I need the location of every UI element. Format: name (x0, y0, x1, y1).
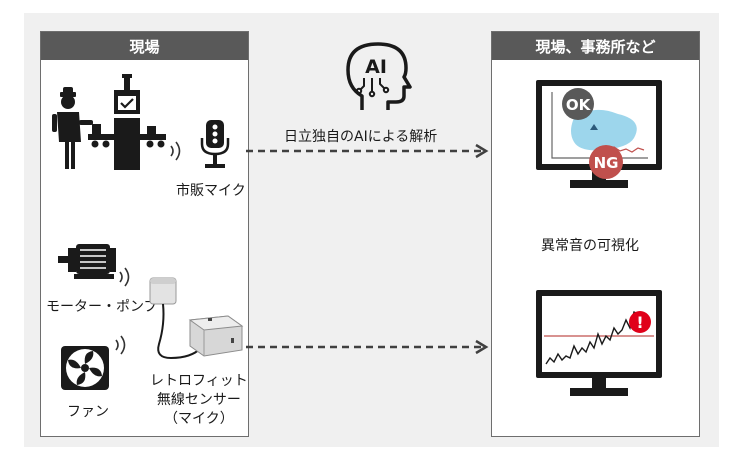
office-panel-title: 現場、事務所など (492, 32, 699, 60)
monitor-waveform-view: ! (536, 290, 662, 396)
motor-pump-label: モーター・ポンプ (46, 299, 158, 315)
retrofit-sensor-label-line3: （マイク） (164, 411, 234, 427)
ai-head-icon: AI (346, 42, 412, 110)
ok-circle (562, 88, 594, 120)
ng-text: NG (594, 154, 619, 172)
commercial-mic-label: 市販マイク (176, 183, 246, 199)
ai-analysis-caption: 日立独自のAIによる解析 (284, 129, 438, 145)
retrofit-sensor-label-line2: 無線センサー (156, 392, 241, 408)
fan-label: ファン (67, 404, 109, 420)
motor-sound-wave-icon (119, 267, 130, 287)
sound-wave-icon (170, 141, 181, 161)
production-line-icon (52, 74, 166, 170)
ok-text: OK (566, 96, 592, 114)
monitor-cluster-view: OK NG (536, 80, 662, 188)
worker-icon (52, 87, 93, 169)
motor-pump-icon (58, 244, 116, 279)
alert-circle (629, 311, 651, 333)
commercial-mic-icon (200, 120, 230, 168)
retrofit-sensor-icon (149, 277, 244, 360)
waveform-line (545, 310, 639, 365)
ok-cluster-area (571, 109, 637, 151)
site-panel-title: 現場 (41, 32, 248, 60)
retrofit-sensor-label-line1: レトロフィット (150, 373, 248, 389)
ng-circle (589, 145, 623, 179)
anomaly-visualization-label: 異常音の可視化 (541, 238, 639, 254)
fan-sound-wave-icon (115, 335, 126, 355)
arrow-sensor-to-monitor (246, 339, 489, 355)
ai-badge-text: AI (365, 56, 387, 78)
alert-symbol: ! (636, 313, 643, 332)
retrofit-sensor-label: レトロフィット 無線センサー （マイク） (150, 372, 248, 429)
arrow-mic-to-analysis (246, 143, 489, 159)
fan-icon (61, 346, 109, 390)
